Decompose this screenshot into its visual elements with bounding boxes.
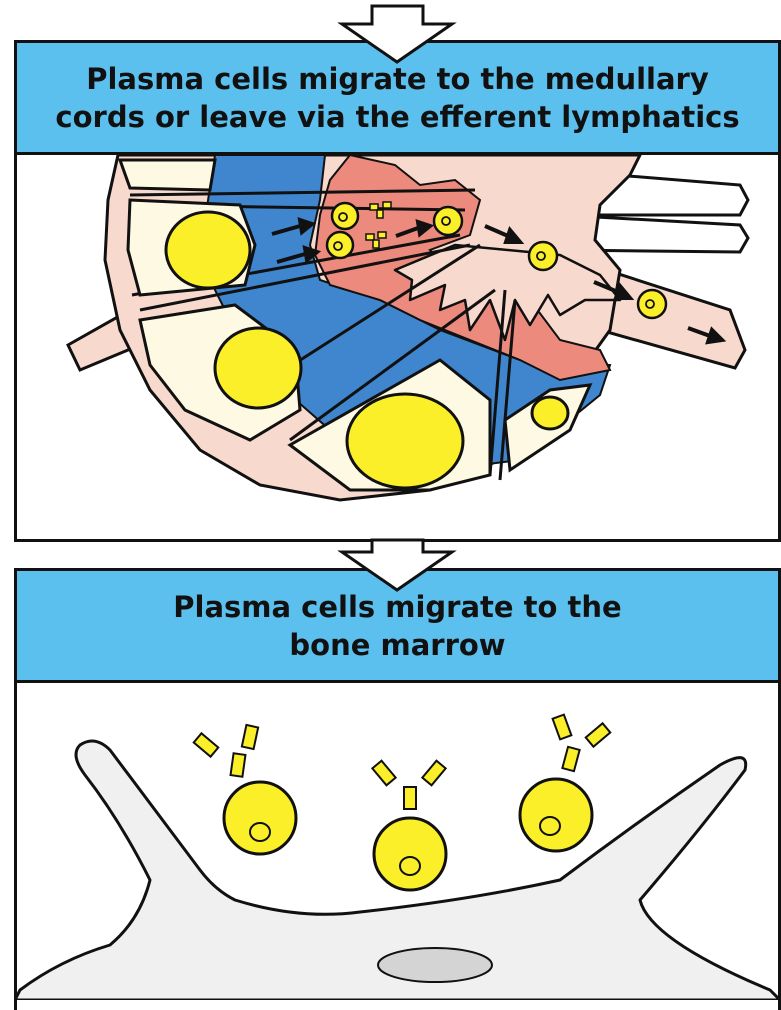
bone-marrow bbox=[15, 715, 780, 1000]
plasma-cell-icon bbox=[332, 203, 358, 229]
plasma-cell-icon bbox=[327, 232, 353, 258]
down-arrow-icon bbox=[342, 540, 452, 590]
down-arrow-icon bbox=[342, 6, 452, 62]
germinal-center bbox=[532, 397, 568, 429]
germinal-center bbox=[166, 212, 250, 288]
plasma-cell-icon bbox=[638, 290, 666, 318]
plasma-cell-icon bbox=[434, 207, 462, 235]
plasma-cell-icon bbox=[374, 818, 446, 890]
stromal-nucleus bbox=[378, 948, 492, 982]
plasma-cell-icon bbox=[224, 782, 296, 854]
plasma-cell-icon bbox=[520, 779, 592, 851]
follicle bbox=[120, 160, 215, 190]
lymph-node bbox=[68, 155, 748, 500]
plasma-cell-icon bbox=[529, 242, 557, 270]
germinal-center bbox=[347, 394, 463, 488]
germinal-center bbox=[215, 328, 301, 408]
